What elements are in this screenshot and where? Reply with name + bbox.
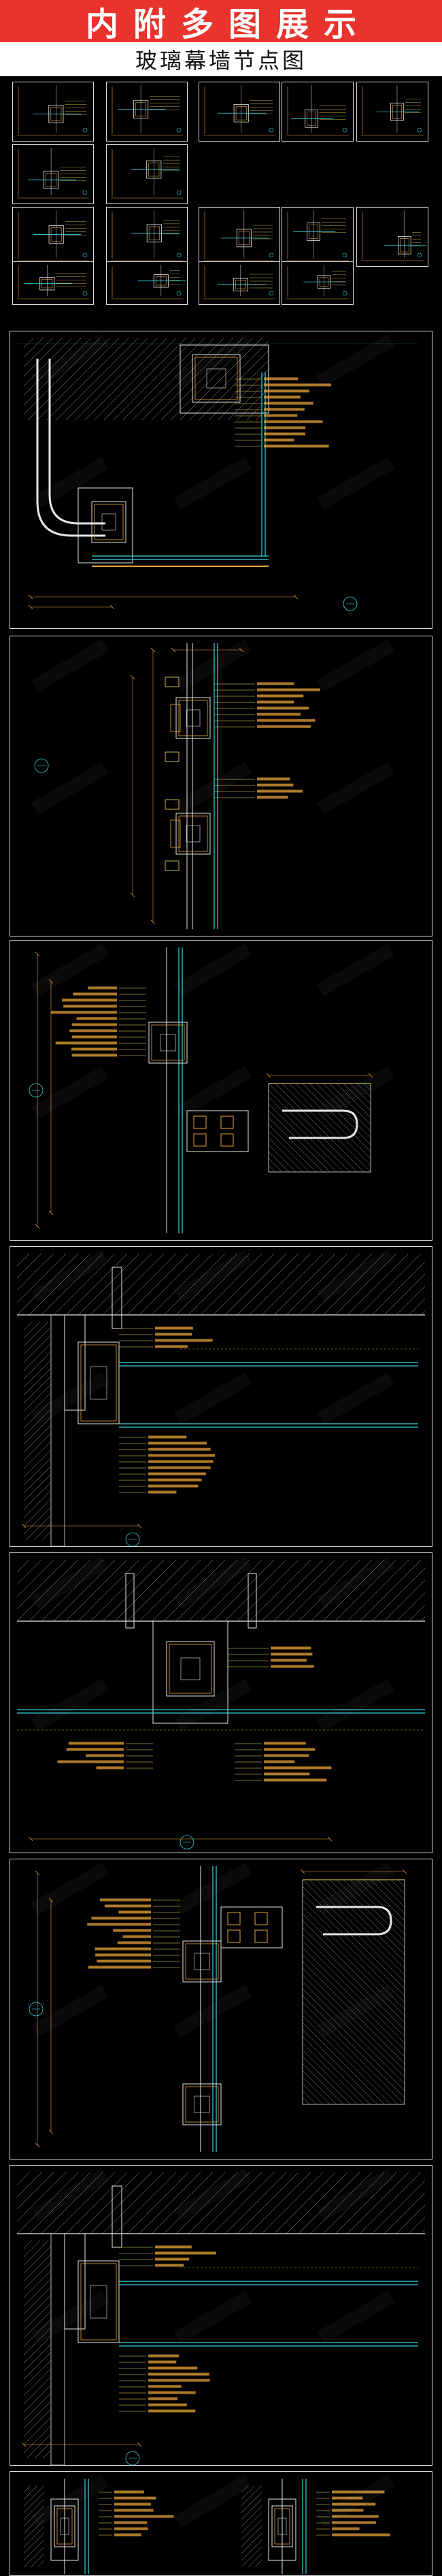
thumbnail-drawing[interactable] xyxy=(106,144,188,204)
thumbnail-drawing[interactable] xyxy=(199,82,280,142)
thumbnail-drawing[interactable] xyxy=(12,144,94,204)
subtitle-bar: 玻璃幕墙节点图 xyxy=(0,42,442,76)
detail-drawing-graphic xyxy=(23,2475,394,2574)
thumbnail-drawing-graphic xyxy=(203,210,275,261)
detail-drawing-graphic xyxy=(16,2168,426,2465)
detail-drawing-graphic xyxy=(16,1556,426,1850)
thumbnail-drawing[interactable] xyxy=(12,82,94,142)
thumbnail-drawing-graphic xyxy=(111,265,186,299)
thumbnail-drawing[interactable] xyxy=(12,207,94,267)
detail-drawing-graphic xyxy=(29,1862,407,2152)
thumbnail-drawing-graphic xyxy=(17,148,89,199)
detail-drawing-graphic xyxy=(29,943,394,1233)
thumbnail-drawing[interactable] xyxy=(356,82,428,142)
detail-drawing-graphic xyxy=(31,639,394,929)
detail-drawing-panel xyxy=(10,331,432,629)
thumbnail-drawing[interactable] xyxy=(106,207,188,267)
thumbnail-drawing-graphic xyxy=(111,148,183,199)
top-banner: 内附多图展示 xyxy=(0,0,442,44)
drawing-set-title: 玻璃幕墙节点图 xyxy=(135,48,307,74)
detail-drawing-panel xyxy=(10,1552,432,1853)
detail-drawing-graphic xyxy=(17,334,418,611)
thumbnail-drawing-graphic xyxy=(203,265,275,299)
thumbnail-drawing[interactable] xyxy=(282,207,354,267)
thumbnail-drawing-graphic xyxy=(17,265,89,299)
thumbnail-drawing-graphic xyxy=(111,85,183,136)
thumbnail-drawing[interactable] xyxy=(12,261,94,305)
detail-drawing-panel xyxy=(10,2471,432,2576)
thumbnail-drawing-graphic xyxy=(286,85,349,136)
thumbnail-drawing-graphic xyxy=(286,265,349,299)
detail-drawing-panel xyxy=(10,1859,432,2159)
thumbnail-drawing-graphic xyxy=(17,85,89,136)
thumbnail-drawing-graphic xyxy=(111,210,183,261)
thumbnail-drawing-graphic xyxy=(361,85,424,136)
thumbnail-drawing-graphic xyxy=(17,210,89,261)
thumbnail-drawing-graphic xyxy=(286,210,349,261)
banner-title: 内附多图展示 xyxy=(85,5,371,44)
thumbnail-drawing[interactable] xyxy=(282,82,354,142)
thumbnail-drawing-graphic xyxy=(203,85,275,136)
detail-drawing-panel xyxy=(10,636,432,936)
thumbnail-drawing[interactable] xyxy=(199,261,280,305)
thumbnail-drawing[interactable] xyxy=(356,207,428,267)
detail-drawing-panel xyxy=(10,940,432,1241)
thumbnail-grid xyxy=(0,78,442,309)
thumbnail-drawing-graphic xyxy=(361,210,427,261)
thumbnail-drawing[interactable] xyxy=(106,82,188,142)
thumbnail-drawing[interactable] xyxy=(282,261,354,305)
thumbnail-drawing[interactable] xyxy=(106,261,188,305)
detail-drawing-panel xyxy=(10,1246,432,1547)
detail-drawing-panel xyxy=(10,2165,432,2466)
thumbnail-drawing[interactable] xyxy=(199,207,280,267)
detail-drawing-graphic xyxy=(16,1250,426,1546)
